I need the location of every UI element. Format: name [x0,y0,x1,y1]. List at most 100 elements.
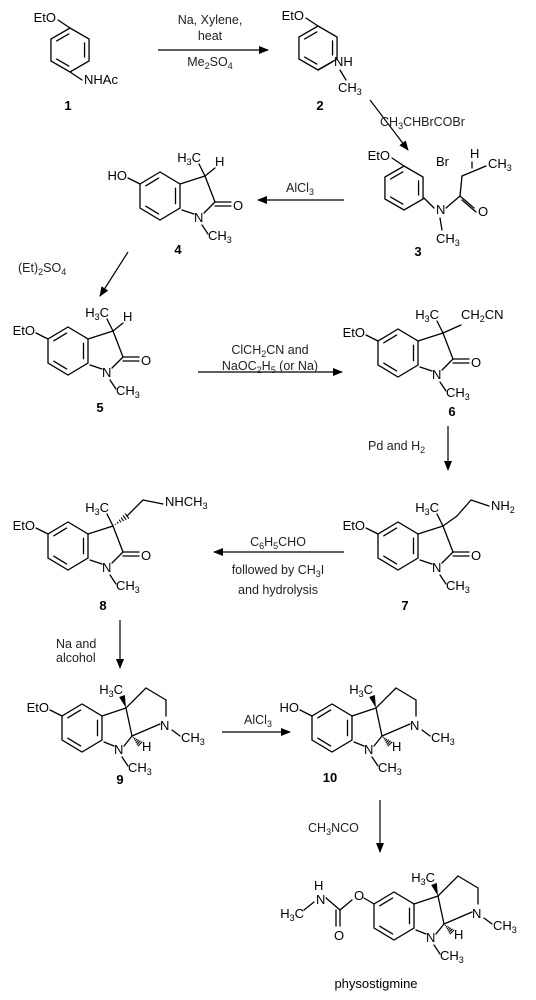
methylamine-label: NHCH3 [165,494,208,511]
bond [106,513,114,527]
benzene-ring [311,703,353,753]
wedge-methyl-bond [431,883,438,896]
bond [391,157,405,167]
amine-label: NH [334,54,353,69]
reagent-r3: AlCl3 [286,181,314,197]
n-methyl-label: CH3 [446,385,470,402]
double-bond [303,31,318,40]
bond [69,71,83,81]
ethoxy-label: EtO [34,10,56,25]
compound-number: 4 [174,242,182,257]
methyl-label: H3C [415,307,439,324]
reagent-text: heat [198,29,223,43]
carbonyl-oxygen: O [141,353,151,368]
bond [339,899,353,911]
arrow-2-to-3 [369,99,409,151]
carbonyl-oxygen: O [478,204,488,219]
bond [442,324,462,334]
double-bond [379,925,394,935]
bond [417,332,444,342]
amide-hydrogen: H [314,878,323,893]
bond [112,525,124,553]
double-bond [55,58,70,67]
bond [125,707,133,737]
compound-number: 1 [64,98,71,113]
compound-number: 6 [448,404,455,419]
carbonyl-oxygen: O [471,355,481,370]
double-bond [383,527,398,537]
bond [131,723,161,737]
double-bond [317,737,332,747]
methyl-label: H3C [411,870,435,887]
reagent-text: Na, Xylene, [178,13,243,27]
bond [145,687,167,701]
carbamate-nitrogen: N [316,892,325,907]
n-methyl-label: CH3 [128,760,152,777]
reagent-text: (Et)2SO4 [18,261,66,277]
bond [445,195,461,209]
double-bond [67,737,82,747]
n-methyl-label: CH3 [208,228,232,245]
benzene-ring [384,165,424,211]
bond [415,929,427,935]
double-bond [53,527,68,537]
double-bond [379,897,394,907]
carbonyl-oxygen: O [233,198,243,213]
double-bond [303,56,318,65]
ethoxy-label: EtO [343,325,365,340]
compound-number: 3 [414,244,421,259]
bond [305,17,319,27]
bond [442,515,458,527]
ethoxy-label: EtO [13,323,35,338]
n-methyl-label: CH3 [181,730,205,747]
ethoxy-label: EtO [27,700,49,715]
bond [435,923,445,935]
hashed-h-bond [444,924,455,935]
reagent-text: alcohol [56,651,96,665]
hashed-side-chain-bond [114,513,130,526]
bond [457,875,479,889]
reagent-text: CH3CHBrCOBr [380,115,465,131]
benzene-ring [377,521,419,571]
acetamido-label: NHAc [84,72,118,87]
nitrogen-label: N [102,560,111,575]
bond [353,741,365,747]
bond [179,175,206,185]
benzene-ring [61,703,103,753]
bond [461,165,487,177]
bond [439,217,443,231]
double-bond [145,205,160,215]
ethoxy-label: EtO [368,148,390,163]
bond [127,177,141,185]
hydrogen-label: H [470,146,479,161]
ethoxy-label: EtO [343,518,365,533]
reagent-r9: AlCl3 [244,713,272,729]
bond [35,332,49,340]
bond [456,499,472,517]
bond [112,322,124,332]
bond [204,167,216,177]
methyl-label: CH3 [488,156,512,173]
bond [111,551,124,564]
bond [365,334,379,342]
reagent-text: and hydrolysis [238,583,318,597]
indoline-nitrogen: N [114,742,123,757]
bond [125,687,147,709]
benzene-ring [50,27,90,73]
double-bond [383,334,398,344]
double-bond [383,362,398,372]
hydrogen-label: H [142,739,151,754]
n-methyl-label: CH3 [493,918,517,935]
n-methyl-label: CH3 [440,948,464,965]
nitrogen-label: N [432,560,441,575]
bond [126,499,144,517]
double-bond [53,332,68,342]
reagent-text: ClCH2CN and [231,343,308,359]
bond [121,756,129,767]
bond [142,499,164,505]
